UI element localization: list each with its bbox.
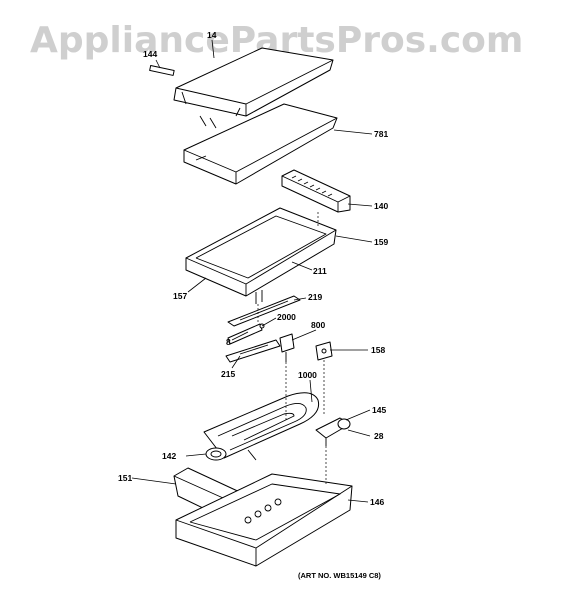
callout-142: 142 — [162, 451, 176, 461]
callout-781: 781 — [374, 129, 388, 139]
callout-14: 14 — [207, 30, 217, 40]
callout-211: 211 — [313, 266, 327, 276]
part-158-bracket — [315, 341, 333, 361]
callout-158: 158 — [371, 345, 385, 355]
callout-145: 145 — [372, 405, 386, 415]
part-781-plate — [183, 103, 338, 185]
callout-159: 159 — [374, 237, 388, 247]
part-219-strip — [227, 295, 301, 327]
part-146-basin — [175, 473, 353, 567]
part-140-grate — [281, 169, 351, 213]
part-215-bracket — [225, 339, 281, 363]
leader-lines — [131, 39, 373, 503]
callout-219: 219 — [308, 292, 322, 302]
part-14-cover — [173, 47, 334, 117]
drip-spout — [255, 290, 263, 304]
art-number: (ART NO. WB15149 C8) — [298, 571, 381, 580]
fastener-arrows — [199, 115, 217, 129]
part-145-valve — [315, 417, 351, 446]
callout-800: 800 — [311, 320, 325, 330]
callout-8: 8 — [226, 337, 231, 347]
callout-146: 146 — [370, 497, 384, 507]
part-157-griddle-tray — [185, 207, 337, 297]
callout-151: 151 — [118, 473, 132, 483]
assembly-guide-lines — [257, 212, 327, 486]
part-2000-clip — [227, 323, 265, 345]
callout-1000: 1000 — [298, 370, 317, 380]
part-142-burner — [203, 392, 320, 461]
callout-28: 28 — [374, 431, 384, 441]
part-800-clip — [279, 333, 295, 362]
callout-157: 157 — [173, 291, 187, 301]
callout-labels: 144 14 781 140 159 211 157 219 2000 800 … — [118, 30, 388, 507]
callout-140: 140 — [374, 201, 388, 211]
callout-215: 215 — [221, 369, 235, 379]
callout-2000: 2000 — [277, 312, 296, 322]
part-144-pin — [149, 65, 175, 76]
callout-144: 144 — [143, 49, 157, 59]
